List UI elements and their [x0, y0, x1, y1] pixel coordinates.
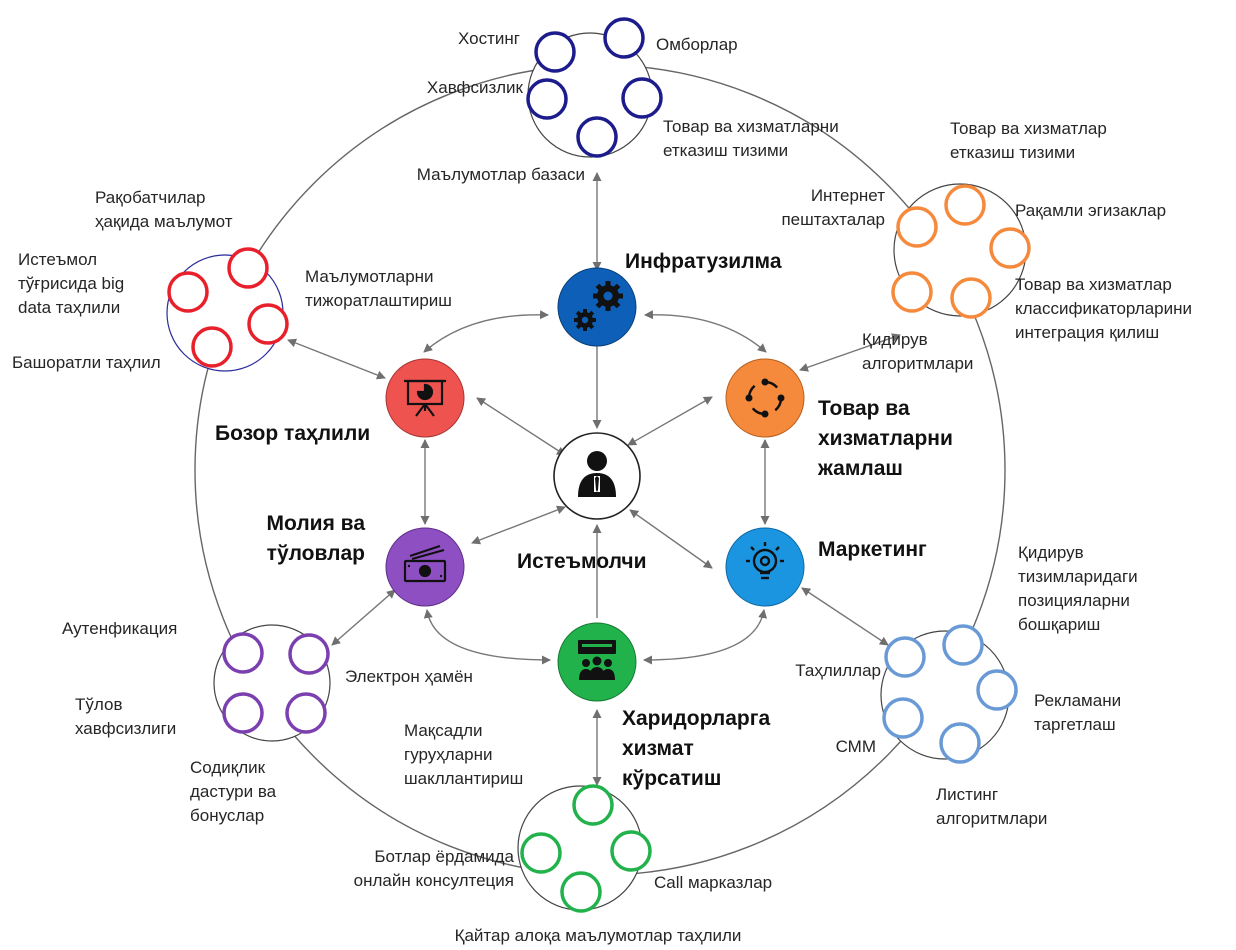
- cluster-node: [247, 303, 289, 345]
- lightbulb-icon: [746, 542, 784, 580]
- cluster-node: [621, 77, 663, 119]
- presentation-chart-icon: [404, 379, 446, 417]
- cluster-aggregation: [891, 183, 1031, 319]
- cluster-label: Маълумотлар базаси: [417, 165, 585, 184]
- cluster-label: Хавфсизлик: [427, 78, 524, 97]
- cluster-node: [222, 692, 264, 734]
- cluster-market: [166, 247, 289, 372]
- cluster-node: [576, 116, 618, 158]
- cluster-node: [167, 271, 209, 313]
- cluster-label: Электрон ҳамён: [345, 667, 473, 686]
- customer-group-icon: [578, 640, 616, 680]
- cluster-marketing: [880, 624, 1018, 764]
- cluster-node: [534, 31, 576, 73]
- cluster-node: [572, 784, 614, 826]
- cluster-node: [939, 722, 981, 764]
- hub-infrastructure: [557, 267, 637, 347]
- cluster-label: Башоратли таҳлил: [12, 353, 161, 372]
- cluster-node: [942, 624, 984, 666]
- cluster-node: [976, 669, 1018, 711]
- consumer-person-icon: [578, 451, 616, 497]
- cluster-node: [285, 692, 327, 734]
- hub-label-market: Бозор таҳлили: [215, 422, 370, 445]
- cluster-node: [603, 17, 645, 59]
- cluster-node: [950, 277, 992, 319]
- cluster-label: Рақамли эгизаклар: [1015, 201, 1166, 220]
- cluster-node: [222, 632, 264, 674]
- cluster-node: [227, 247, 269, 289]
- aggregation-icon: [745, 378, 785, 418]
- cluster-node: [891, 271, 933, 313]
- center-label: Истеъмолчи: [517, 550, 647, 573]
- cluster-infrastructure: [526, 17, 663, 158]
- cluster-node: [191, 326, 233, 368]
- connection-arrows: [287, 172, 901, 786]
- gears-icon: [574, 281, 623, 331]
- cluster-service: [517, 784, 652, 913]
- cluster-node: [944, 184, 986, 226]
- cluster-label: Қайтар алоқа маълумотлар таҳлили: [455, 926, 742, 945]
- money-icon: [403, 544, 447, 583]
- center-consumer: [553, 432, 641, 520]
- hub-customer-service: [557, 622, 637, 702]
- cluster-label: Омборлар: [656, 35, 738, 54]
- cluster-label: Хостинг: [458, 29, 520, 48]
- cluster-node: [610, 830, 652, 872]
- hub-aggregation: [725, 358, 805, 438]
- cluster-finance: [213, 624, 331, 742]
- cluster-node: [989, 227, 1031, 269]
- hub-label-infra: Инфратузилма: [625, 250, 782, 273]
- cluster-node: [896, 206, 938, 248]
- hub-finance: [385, 527, 465, 607]
- cluster-node: [288, 633, 330, 675]
- cluster-label: Call марказлар: [654, 873, 772, 892]
- hub-label-marketing: Маркетинг: [818, 538, 927, 561]
- cluster-node: [882, 697, 924, 739]
- cluster-label: Таҳлиллар: [795, 661, 881, 680]
- cluster-node: [884, 636, 926, 678]
- cluster-label: СММ: [836, 737, 876, 756]
- cluster-node: [526, 78, 568, 120]
- cluster-label: Аутенфикация: [62, 619, 177, 638]
- hub-marketing: [725, 527, 805, 607]
- cluster-node: [520, 832, 562, 874]
- cluster-node: [560, 871, 602, 913]
- hub-market-analysis: [385, 358, 465, 438]
